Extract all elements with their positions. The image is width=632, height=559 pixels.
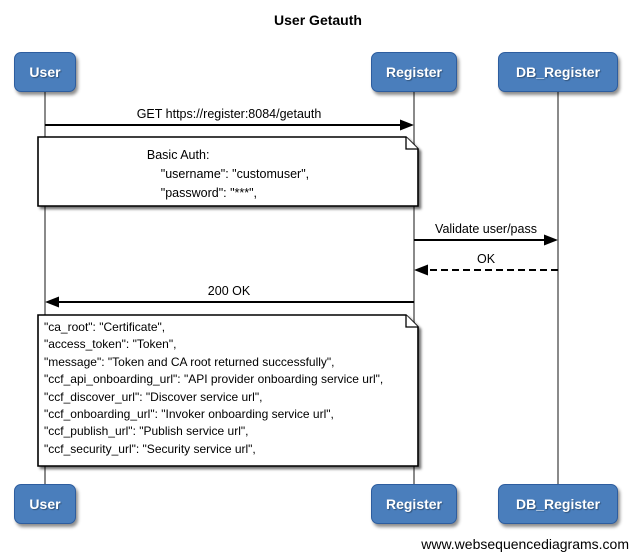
actor-label: Register <box>385 64 443 80</box>
arrowhead-left-4 <box>45 296 59 308</box>
actor-box-register-bottom: Register <box>371 484 457 524</box>
note-line: "password": "***", <box>146 186 258 200</box>
note-shape-basic-auth <box>37 136 419 207</box>
arrowhead-left-3 <box>414 264 428 276</box>
note-line: "ccf_publish_url": "Publish service url"… <box>44 424 249 439</box>
actor-label: DB_Register <box>515 64 601 80</box>
note-basic-auth: Basic Auth: "username": "customuser", "p… <box>38 146 418 203</box>
actor-box-register-top: Register <box>371 52 457 92</box>
note-body-2 <box>37 314 419 467</box>
note-line: "message": "Token and CA root returned s… <box>44 354 335 369</box>
message-label-1: GET https://register:8084/getauth <box>136 107 322 121</box>
note-line: "access_token": "Token", <box>44 337 177 352</box>
actor-label: User <box>29 64 61 80</box>
note-line: "ccf_discover_url": "Discover service ur… <box>44 389 263 404</box>
message-label-2: Validate user/pass <box>435 222 537 236</box>
actor-box-user-top: User <box>14 52 76 92</box>
message-label-4: 200 OK <box>207 284 251 298</box>
note-line: "username": "customuser", <box>146 167 310 181</box>
actor-box-user-bottom: User <box>14 484 76 524</box>
note-shape-token-response <box>37 314 419 467</box>
note-token-response: "ca_root": "Certificate", "access_token"… <box>44 319 416 458</box>
actor-box-db-register-top: DB_Register <box>498 52 618 92</box>
diagram-title: User Getauth <box>274 12 362 28</box>
note-line: "ccf_api_onboarding_url": "API provider … <box>44 372 384 387</box>
note-fold-icon <box>405 315 418 328</box>
message-label-3: OK <box>476 252 496 266</box>
actor-box-db-register-bottom: DB_Register <box>498 484 618 524</box>
note-body-1 <box>37 136 419 207</box>
actor-label: Register <box>385 496 443 512</box>
note-line: "ccf_security_url": "Security service ur… <box>44 441 256 456</box>
note-line: Basic Auth: <box>146 148 210 162</box>
arrowhead-right-2 <box>544 234 558 246</box>
actor-label: User <box>29 496 61 512</box>
note-fold-icon <box>405 137 418 150</box>
actor-label: DB_Register <box>515 496 601 512</box>
arrowhead-right-1 <box>400 119 414 131</box>
note-line: "ca_root": "Certificate", <box>44 320 166 334</box>
note-line: "ccf_onboarding_url": "Invoker onboardin… <box>44 407 334 422</box>
watermark-websequencediagrams: www.websequencediagrams.com <box>421 536 629 552</box>
